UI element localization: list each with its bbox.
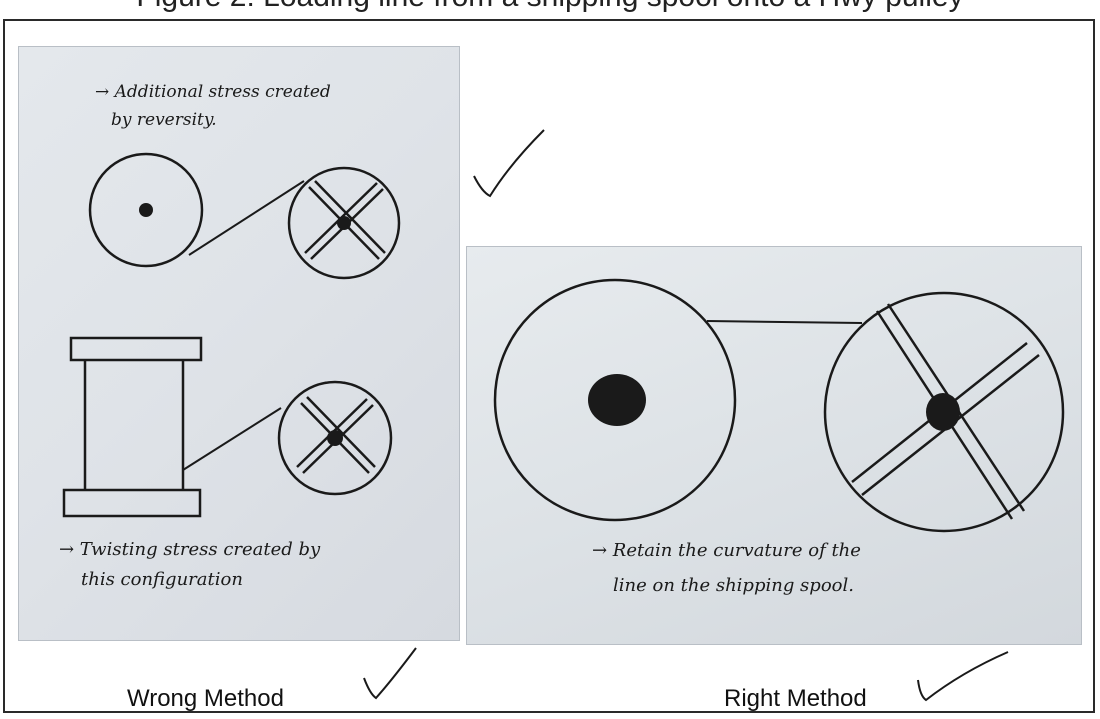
line-top [188, 180, 305, 256]
figure-frame [3, 19, 1095, 713]
right-method-sketch: → Retain the curvature of the line on th… [493, 278, 1065, 596]
pulley-hub-top [337, 216, 351, 230]
wrong-note-bottom-line2: this configuration [81, 569, 243, 590]
spool-hub-large [588, 374, 646, 426]
checkmark-icon [363, 647, 417, 700]
wrong-method-photo: → Additional stress created by reversity… [18, 46, 460, 641]
right-method-label: Right Method [724, 685, 867, 712]
right-note-line1: → Retain the curvature of the [592, 540, 861, 561]
line-bottom [182, 407, 282, 471]
right-method-photo: → Retain the curvature of the line on th… [466, 246, 1082, 645]
line-straight [706, 320, 863, 324]
pulley-hub-bottom [327, 430, 343, 446]
checkmark-icon [473, 129, 545, 198]
wrong-note-top-line1: → Additional stress created [95, 82, 331, 102]
shipping-spool-large [493, 278, 737, 522]
right-note-line2: line on the shipping spool. [613, 575, 854, 596]
wrong-note-top-line2: by reversity. [111, 110, 217, 130]
wrong-method-sketch: → Additional stress created by reversity… [59, 82, 401, 590]
shipping-spool-side [62, 336, 203, 518]
spool-hub-top [139, 203, 153, 217]
figure-caption: Figure 2: Loading line from a shipping s… [40, 0, 1060, 14]
wrong-method-label: Wrong Method [127, 685, 284, 712]
pulley-hub-large [926, 393, 960, 431]
wrong-note-bottom-line1: → Twisting stress created by [59, 539, 321, 560]
checkmark-icon [917, 651, 1009, 702]
shipping-spool-top [88, 152, 204, 268]
